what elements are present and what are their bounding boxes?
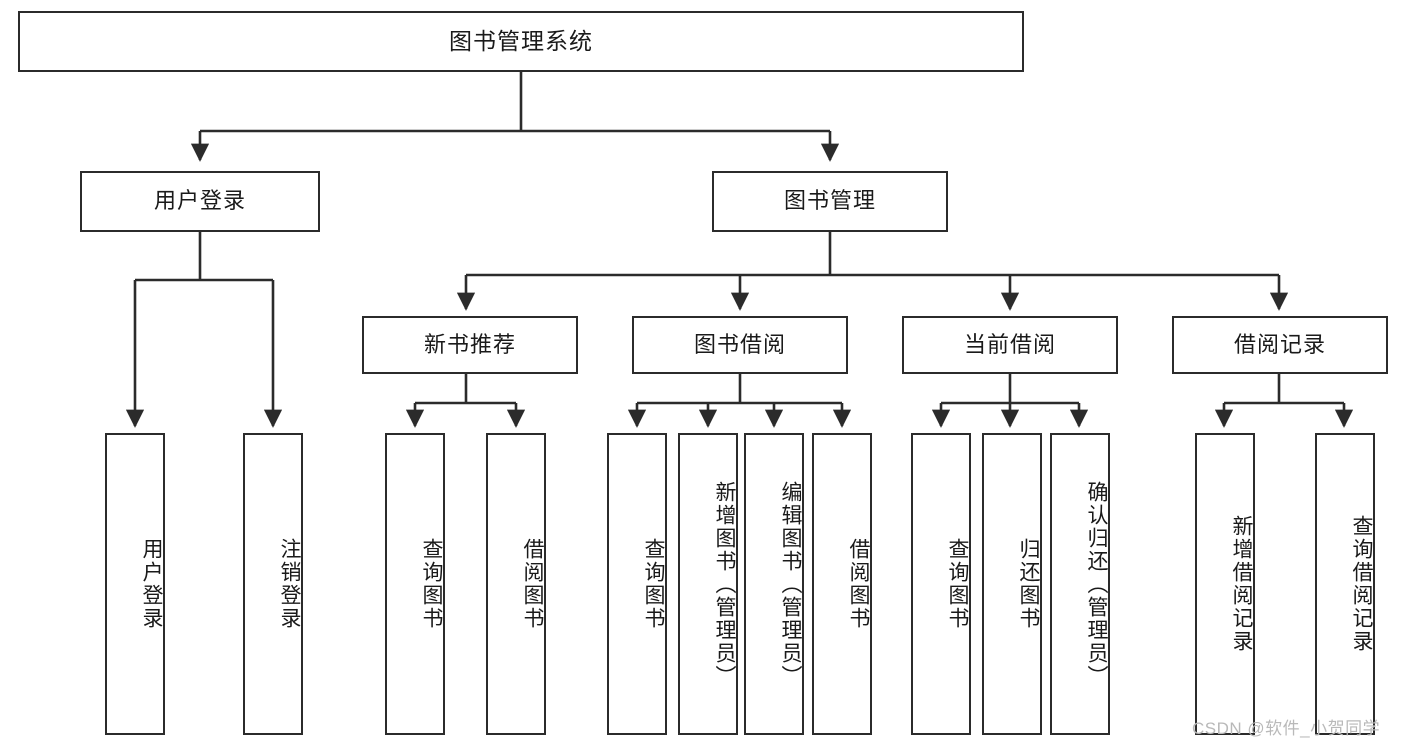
node-label: 新增借阅记录	[1230, 515, 1253, 653]
node-label: 图书管理系统	[449, 27, 593, 54]
node-user-login[interactable]: 用户登录	[80, 171, 320, 232]
node-new-book-recommend[interactable]: 新书推荐	[362, 316, 578, 374]
node-label: 确认归还（管理员）	[1085, 480, 1108, 688]
node-label: 图书借阅	[693, 331, 786, 357]
node-label: 新增图书（管理员）	[713, 480, 736, 688]
node-label: 用户登录	[140, 538, 163, 630]
node-leaf-return-book[interactable]: 归还图书	[982, 433, 1042, 735]
node-leaf-borrow-book-borrow[interactable]: 借阅图书	[812, 433, 872, 735]
node-leaf-user-login[interactable]: 用户登录	[105, 433, 165, 735]
node-leaf-add-book-admin[interactable]: 新增图书（管理员）	[678, 433, 738, 735]
csdn-watermark: CSDN @软件_小贺同学	[1192, 719, 1381, 738]
node-current-borrow[interactable]: 当前借阅	[902, 316, 1118, 374]
node-label: 新书推荐	[423, 331, 516, 357]
node-label: 查询借阅记录	[1350, 515, 1373, 653]
node-label: 查询图书	[946, 538, 969, 630]
node-label: 用户登录	[153, 188, 246, 214]
node-leaf-edit-book-admin[interactable]: 编辑图书（管理员）	[744, 433, 804, 735]
node-label: 图书管理	[783, 188, 876, 214]
node-leaf-query-book-current[interactable]: 查询图书	[911, 433, 971, 735]
node-leaf-logout-login[interactable]: 注销登录	[243, 433, 303, 735]
node-label: 借阅图书	[847, 538, 870, 630]
node-leaf-borrow-book-recommend[interactable]: 借阅图书	[486, 433, 546, 735]
node-label: 借阅记录	[1233, 331, 1326, 357]
node-label: 查询图书	[642, 538, 665, 630]
node-book-management[interactable]: 图书管理	[712, 171, 948, 232]
node-leaf-query-borrow-record[interactable]: 查询借阅记录	[1315, 433, 1375, 735]
node-label: 注销登录	[278, 538, 301, 630]
node-book-borrow[interactable]: 图书借阅	[632, 316, 848, 374]
node-label: 查询图书	[420, 538, 443, 630]
node-leaf-confirm-return-admin[interactable]: 确认归还（管理员）	[1050, 433, 1110, 735]
node-label: 编辑图书（管理员）	[779, 480, 802, 688]
node-borrow-record[interactable]: 借阅记录	[1172, 316, 1388, 374]
node-leaf-query-book-borrow[interactable]: 查询图书	[607, 433, 667, 735]
node-label: 归还图书	[1017, 538, 1040, 630]
node-leaf-add-borrow-record[interactable]: 新增借阅记录	[1195, 433, 1255, 735]
node-leaf-query-book-recommend[interactable]: 查询图书	[385, 433, 445, 735]
node-root-library-management-system[interactable]: 图书管理系统	[18, 11, 1024, 72]
node-label: 借阅图书	[521, 538, 544, 630]
node-label: 当前借阅	[963, 331, 1056, 357]
